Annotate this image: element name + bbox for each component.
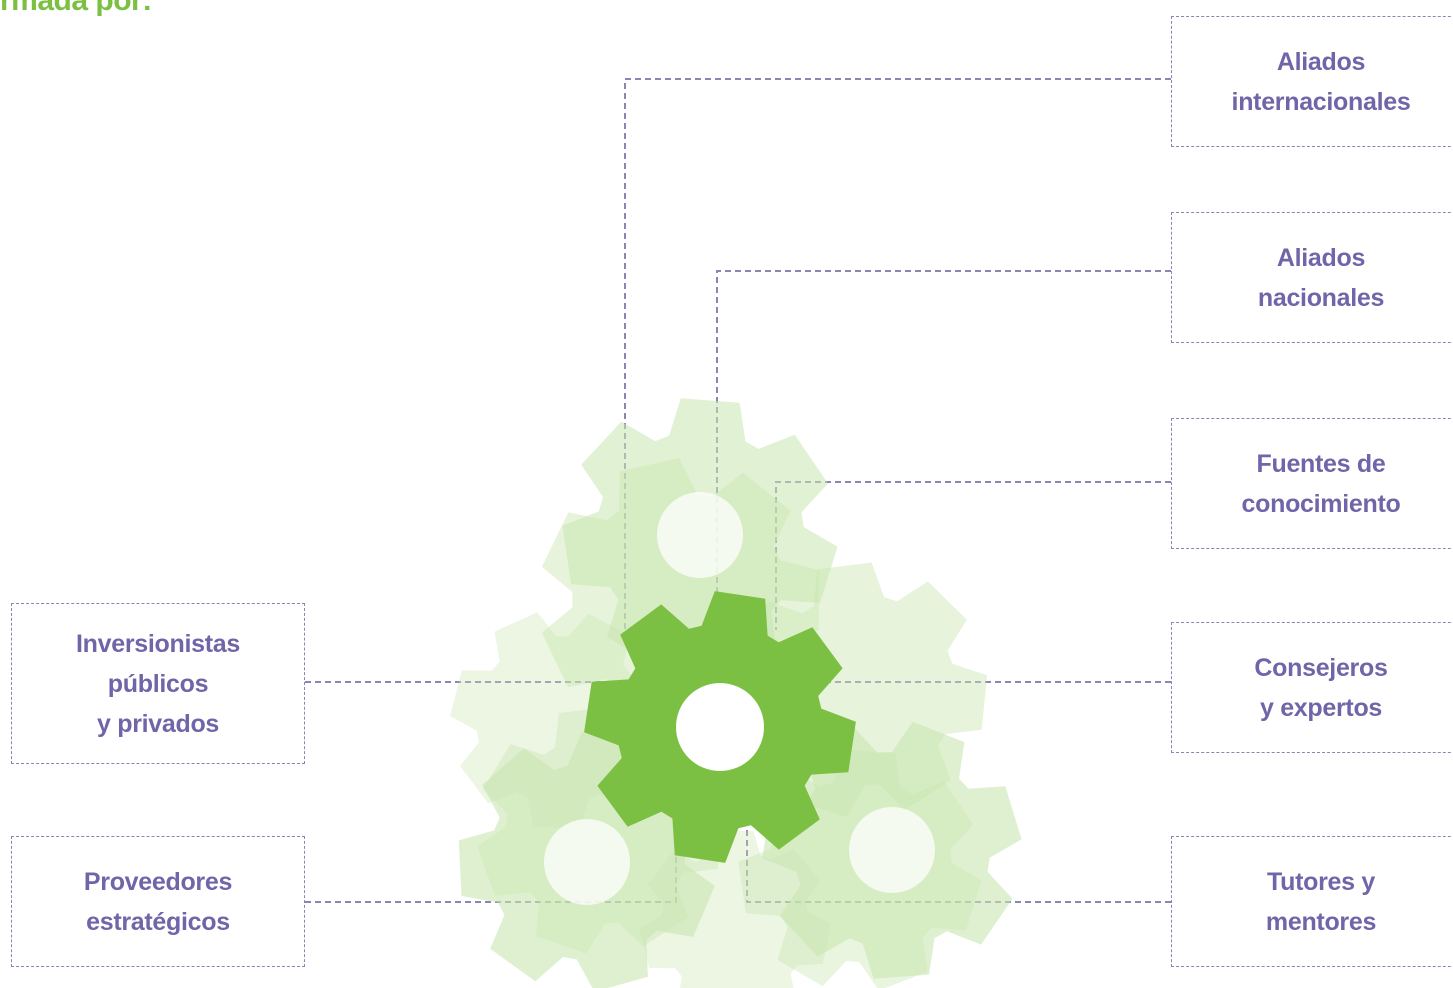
inversionistas-label: Inversionistas públicos y privados [76,629,240,738]
background-gear-hole-3 [849,807,935,893]
box-fuentes-conocimiento: Fuentes de conocimiento [1171,418,1453,549]
box-aliados-internacionales: Aliados internacionales [1171,16,1453,147]
fuentes-conocimiento-label: Fuentes de conocimiento [1241,449,1401,518]
background-gear-bottom-center [639,830,831,988]
aliados-internacionales-label: Aliados internacionales [1231,47,1411,116]
box-proveedores: Proveedores estratégicos [11,836,305,967]
main-gear [584,591,856,863]
background-gear-bottom-center-body [639,830,831,988]
aliados-nacionales-label: Aliados nacionales [1257,243,1385,312]
connector-tutores-mentores [746,825,1171,903]
page-title: rmada por: [0,0,152,17]
tutores-mentores-label: Tutores y mentores [1265,867,1377,936]
background-gear-hole-1 [657,492,743,578]
box-aliados-nacionales: Aliados nacionales [1171,212,1453,343]
background-gear-hole-2 [544,819,630,905]
main-gear-hole [676,683,764,771]
gears-cluster [450,398,1022,988]
box-consejeros-expertos: Consejeros y expertos [1171,622,1453,753]
box-tutores-mentores: Tutores y mentores [1171,836,1453,967]
consejeros-expertos-label: Consejeros y expertos [1254,653,1388,722]
proveedores-label: Proveedores estratégicos [83,867,233,936]
box-inversionistas: Inversionistas públicos y privados [11,603,305,764]
